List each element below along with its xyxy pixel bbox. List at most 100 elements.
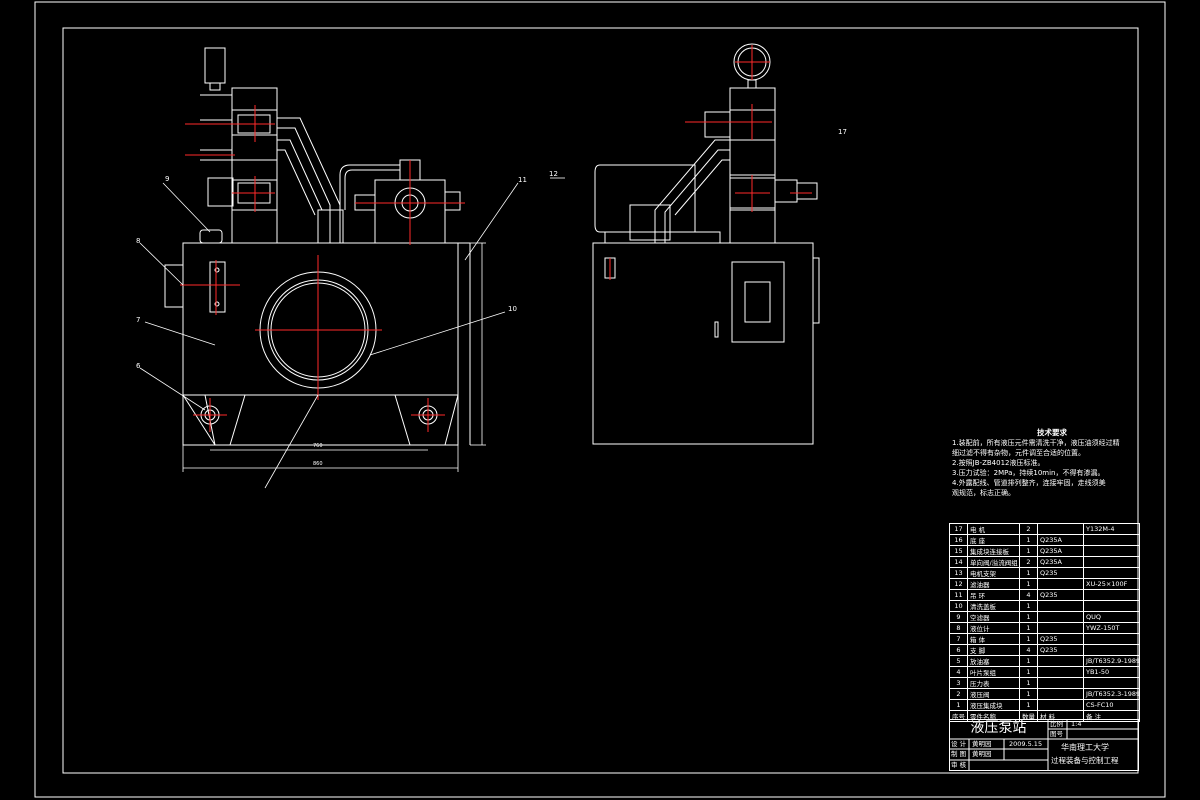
bom-cell: Q235A (1037, 545, 1084, 557)
bom-cell: 2 (1019, 556, 1038, 568)
bom-cell: 2 (1019, 523, 1038, 535)
bom-cell: 1 (1019, 622, 1038, 634)
bom-cell (1037, 688, 1084, 700)
bom-cell: 1 (1019, 633, 1038, 645)
bom-cell: 液位计 (967, 622, 1020, 634)
bom-cell: 10 (949, 600, 968, 612)
callout-11: 11 (518, 176, 527, 184)
bom-cell (1083, 633, 1140, 645)
bom-cell: Q235 (1037, 567, 1084, 579)
bom-cell: 13 (949, 567, 968, 579)
callout-6: 6 (136, 362, 141, 370)
bom-cell: 1 (1019, 600, 1038, 612)
bom-cell: 1 (1019, 655, 1038, 667)
tech-line: 观规范，标志正确。 (952, 489, 1015, 497)
bom-cell: 液压集成块 (967, 699, 1020, 711)
bom-cell: 12 (949, 578, 968, 590)
bom-cell: 1 (1019, 578, 1038, 590)
bom-cell: 电机支架 (967, 567, 1020, 579)
bom-cell: 1 (1019, 666, 1038, 678)
bom-cell (1083, 589, 1140, 601)
bom-cell: YB1-50 (1083, 666, 1140, 678)
tech-line: 1.装配前，所有液压元件需清洗干净，液压油须经过精 (952, 439, 1120, 447)
callout-10: 10 (508, 305, 517, 313)
draw-label: 制 图 (951, 750, 967, 758)
bom-cell: 7 (949, 633, 968, 645)
bom-cell (1037, 523, 1084, 535)
bom-cell: 吊 环 (967, 589, 1020, 601)
bom-cell (1083, 600, 1140, 612)
bom-cell (1083, 556, 1140, 568)
bom-cell: Q235 (1037, 589, 1084, 601)
bom-cell (1083, 677, 1140, 689)
bom-cell: 单向阀/溢流阀组 (967, 556, 1020, 568)
bom-cell: 箱 体 (967, 633, 1020, 645)
design-date: 2009.5.15 (1009, 740, 1043, 748)
bom-cell: 放油塞 (967, 655, 1020, 667)
bom-cell: XU-25×100F (1083, 578, 1140, 590)
design-label: 设 计 (951, 740, 967, 748)
callout-17: 17 (838, 128, 847, 136)
bom-cell: Q235A (1037, 556, 1084, 568)
sheet-border (34, 1, 1166, 798)
tech-line: 4.外露配线、管道排列整齐，连接牢固，走线须美 (952, 479, 1106, 487)
side-centerlines (609, 45, 812, 280)
bom-cell: 压力表 (967, 677, 1020, 689)
bom-cell: JB/T6352.3-1989 (1083, 688, 1140, 700)
bom-cell: 3 (949, 677, 968, 689)
bom-cell: 8 (949, 622, 968, 634)
bom-cell: CS-FC10 (1083, 699, 1140, 711)
bom-cell: 4 (1019, 644, 1038, 656)
bom-cell (1037, 699, 1084, 711)
school-name: 华南理工大学 (1061, 743, 1109, 752)
bom-cell: 叶片泵组 (967, 666, 1020, 678)
dimension-860: 860 (313, 461, 323, 467)
bom-cell: 1 (1019, 534, 1038, 546)
bom-cell: 液压阀 (967, 688, 1020, 700)
bom-cell: 11 (949, 589, 968, 601)
sheet-label: 图号 (1050, 730, 1063, 738)
bom-cell: Q235A (1037, 534, 1084, 546)
technical-requirements: 技术要求 1.装配前，所有液压元件需清洗干净，液压油须经过精 细过滤不得有杂物，… (952, 428, 1152, 498)
bom-cell: 4 (949, 666, 968, 678)
bom-cell: 9 (949, 611, 968, 623)
bom-cell (1083, 644, 1140, 656)
callout-9: 9 (165, 175, 170, 183)
callout-12: 12 (549, 170, 558, 178)
title-block: 液压泵站 比例 1:4 图号 设 计 黄明园 2009.5.15 制 图 黄明园… (949, 719, 1139, 771)
callout-7: 7 (136, 316, 141, 324)
tech-line: 3.压力试验：2MPa，持续10min，不得有渗漏。 (952, 469, 1105, 477)
bom-cell (1083, 567, 1140, 579)
tech-line: 细过滤不得有杂物，元件调至合适的位置。 (952, 449, 1085, 457)
department-name: 过程装备与控制工程 (1051, 756, 1119, 765)
bom-cell: Y132M-4 (1083, 523, 1140, 535)
bom-cell (1037, 666, 1084, 678)
bom-cell: 1 (1019, 699, 1038, 711)
bom-cell: 6 (949, 644, 968, 656)
title-block-grid (949, 719, 1139, 771)
designer-name: 黄明园 (972, 740, 992, 748)
bom-cell (1037, 677, 1084, 689)
drafter-name: 黄明园 (972, 750, 992, 758)
bom-cell: 15 (949, 545, 968, 557)
bom-cell: 2 (949, 688, 968, 700)
bom-cell (1037, 655, 1084, 667)
tech-line: 2.按照JB-ZB4012液压标准。 (952, 459, 1045, 467)
bom-cell: 集成块连接板 (967, 545, 1020, 557)
